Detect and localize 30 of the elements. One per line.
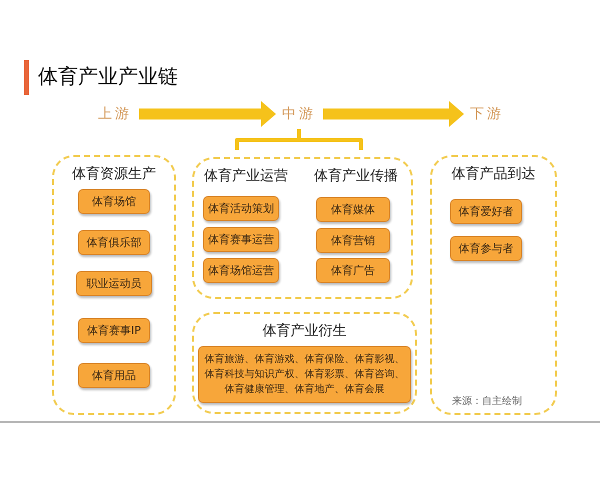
category-box: 职业运动员 [76,271,152,296]
category-box: 体育媒体 [316,197,390,222]
group-heading: 体育产业运营 [204,167,288,185]
category-box: 体育场馆 [78,189,150,214]
category-box: 体育广告 [316,258,390,283]
dashed-group-box [430,155,557,415]
diagram-title: 体育产业产业链 [38,63,178,89]
category-box: 体育赛事运营 [203,227,279,252]
category-box: 体育用品 [78,363,150,388]
dashed-group-box [52,155,176,415]
group-heading: 体育产业衍生 [262,322,346,340]
category-box: 体育活动策划 [203,196,279,221]
group-heading: 体育产品到达 [452,165,536,183]
category-box: 体育参与者 [450,236,522,261]
dashed-group-box [192,157,413,299]
arrow [139,101,276,127]
category-box: 体育旅游、体育游戏、体育保险、体育影视、体育科技与知识产权、体育彩票、体育咨询、体育健康管理、体育地产、体育会展 [198,346,411,403]
stage-label: 下游 [470,104,504,124]
group-heading: 体育产业传播 [314,167,398,185]
category-box: 体育俱乐部 [78,230,150,255]
group-heading: 体育资源生产 [72,165,156,183]
category-box: 体育营销 [316,228,390,253]
stage-label: 上游 [98,104,132,124]
category-box: 体育场馆运营 [203,258,279,283]
source-note: 来源：自主绘制 [452,395,522,408]
dashed-group-box [192,312,417,414]
category-box: 体育爱好者 [450,199,522,224]
category-box: 体育赛事IP [78,318,150,343]
arrow [323,101,464,127]
stage-label: 中游 [282,104,316,124]
